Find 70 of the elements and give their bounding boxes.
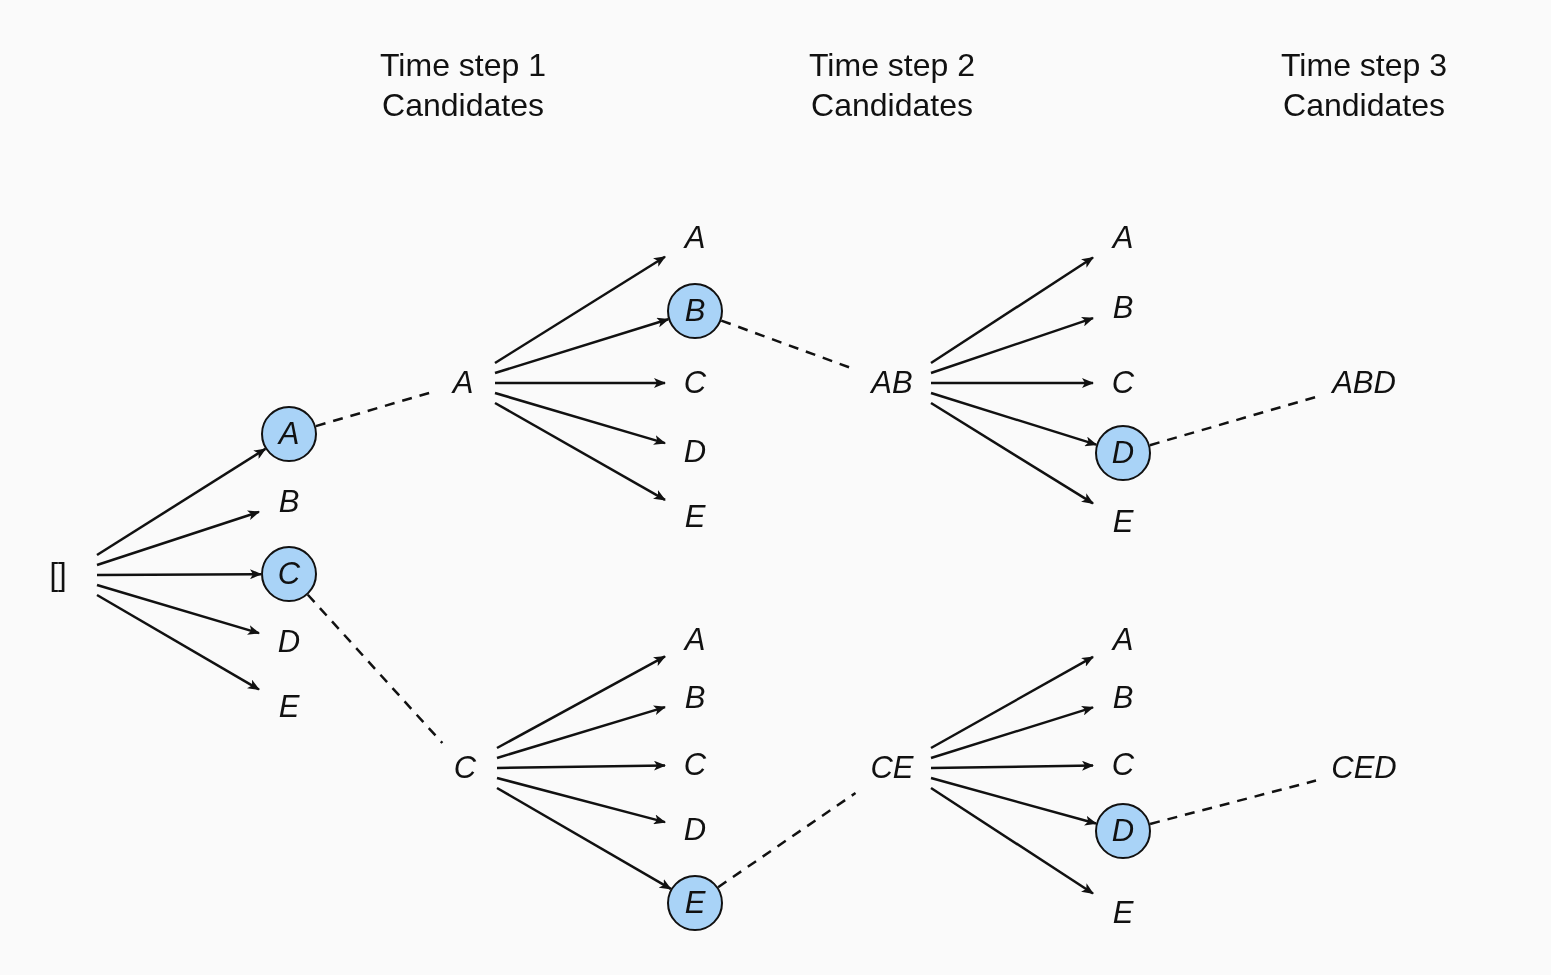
arrow [96, 510, 260, 567]
arrow [97, 569, 262, 580]
candidate-label: B [684, 680, 706, 716]
candidate-label: C [1111, 747, 1135, 783]
arrow [931, 378, 1094, 388]
arrow [496, 705, 666, 760]
candidate-label: D [683, 812, 707, 848]
arrow [494, 255, 666, 365]
candidate-label: CED [1331, 750, 1397, 786]
dashed-connector [1149, 395, 1317, 447]
selected-candidate-circle [1095, 425, 1151, 481]
selected-candidate-circle [261, 546, 317, 602]
candidate-label: C [1111, 365, 1135, 401]
candidate-label: A [1112, 622, 1134, 658]
dashed-connector [717, 791, 857, 889]
candidate-label: A [452, 365, 474, 401]
selected-candidate-circle [261, 406, 317, 462]
arrow [496, 655, 666, 750]
arrow [496, 786, 672, 891]
candidate-label: A [684, 220, 706, 256]
candidate-label: E [278, 689, 300, 725]
arrow [930, 760, 1094, 771]
candidate-label: C [683, 747, 707, 783]
arrow [930, 776, 1097, 826]
selected-candidate-circle [667, 875, 723, 931]
empty-sequence-label: [] [49, 557, 67, 593]
arrow [930, 316, 1094, 375]
arrow [96, 593, 260, 691]
arrow [96, 583, 260, 635]
candidate-label: D [1111, 435, 1135, 471]
candidate-label: C [453, 750, 477, 786]
candidate-label: AB [871, 365, 913, 401]
selected-candidate-circle [1095, 803, 1151, 859]
arrow [930, 391, 1098, 447]
candidate-label: B [1112, 680, 1134, 716]
arrow [496, 776, 666, 825]
candidate-label: A [1112, 220, 1134, 256]
candidate-label: C [683, 365, 707, 401]
arrow [494, 391, 666, 445]
dashed-connector [1149, 779, 1317, 826]
candidate-label: E [1112, 895, 1134, 931]
candidate-label: D [683, 434, 707, 470]
candidate-label: A [684, 622, 706, 658]
selected-candidate-circle [667, 283, 723, 339]
arrow [930, 705, 1094, 760]
candidate-label: B [278, 484, 300, 520]
arrow [930, 256, 1094, 365]
candidate-label: E [684, 885, 706, 921]
arrow [494, 401, 666, 501]
candidate-label: CE [870, 750, 914, 786]
candidate-label: B [684, 293, 706, 329]
dashed-connector [306, 593, 444, 744]
candidate-label: D [277, 624, 301, 660]
candidate-label: B [1112, 290, 1134, 326]
arrow [497, 760, 666, 771]
candidate-label: A [278, 416, 300, 452]
arrow [495, 378, 666, 388]
arrow [930, 786, 1094, 895]
arrow [930, 401, 1094, 505]
arrow [494, 317, 670, 375]
candidate-label: E [1112, 504, 1134, 540]
candidate-label: C [277, 556, 301, 592]
candidate-label: ABD [1332, 365, 1396, 401]
column-heading: Time step 3 Candidates [1280, 46, 1448, 125]
arrow [96, 447, 267, 557]
candidate-label: D [1111, 813, 1135, 849]
column-heading: Time step 2 Candidates [808, 46, 976, 125]
arrow [930, 655, 1094, 750]
column-heading: Time step 1 Candidates [379, 46, 547, 125]
candidate-label: E [684, 499, 706, 535]
